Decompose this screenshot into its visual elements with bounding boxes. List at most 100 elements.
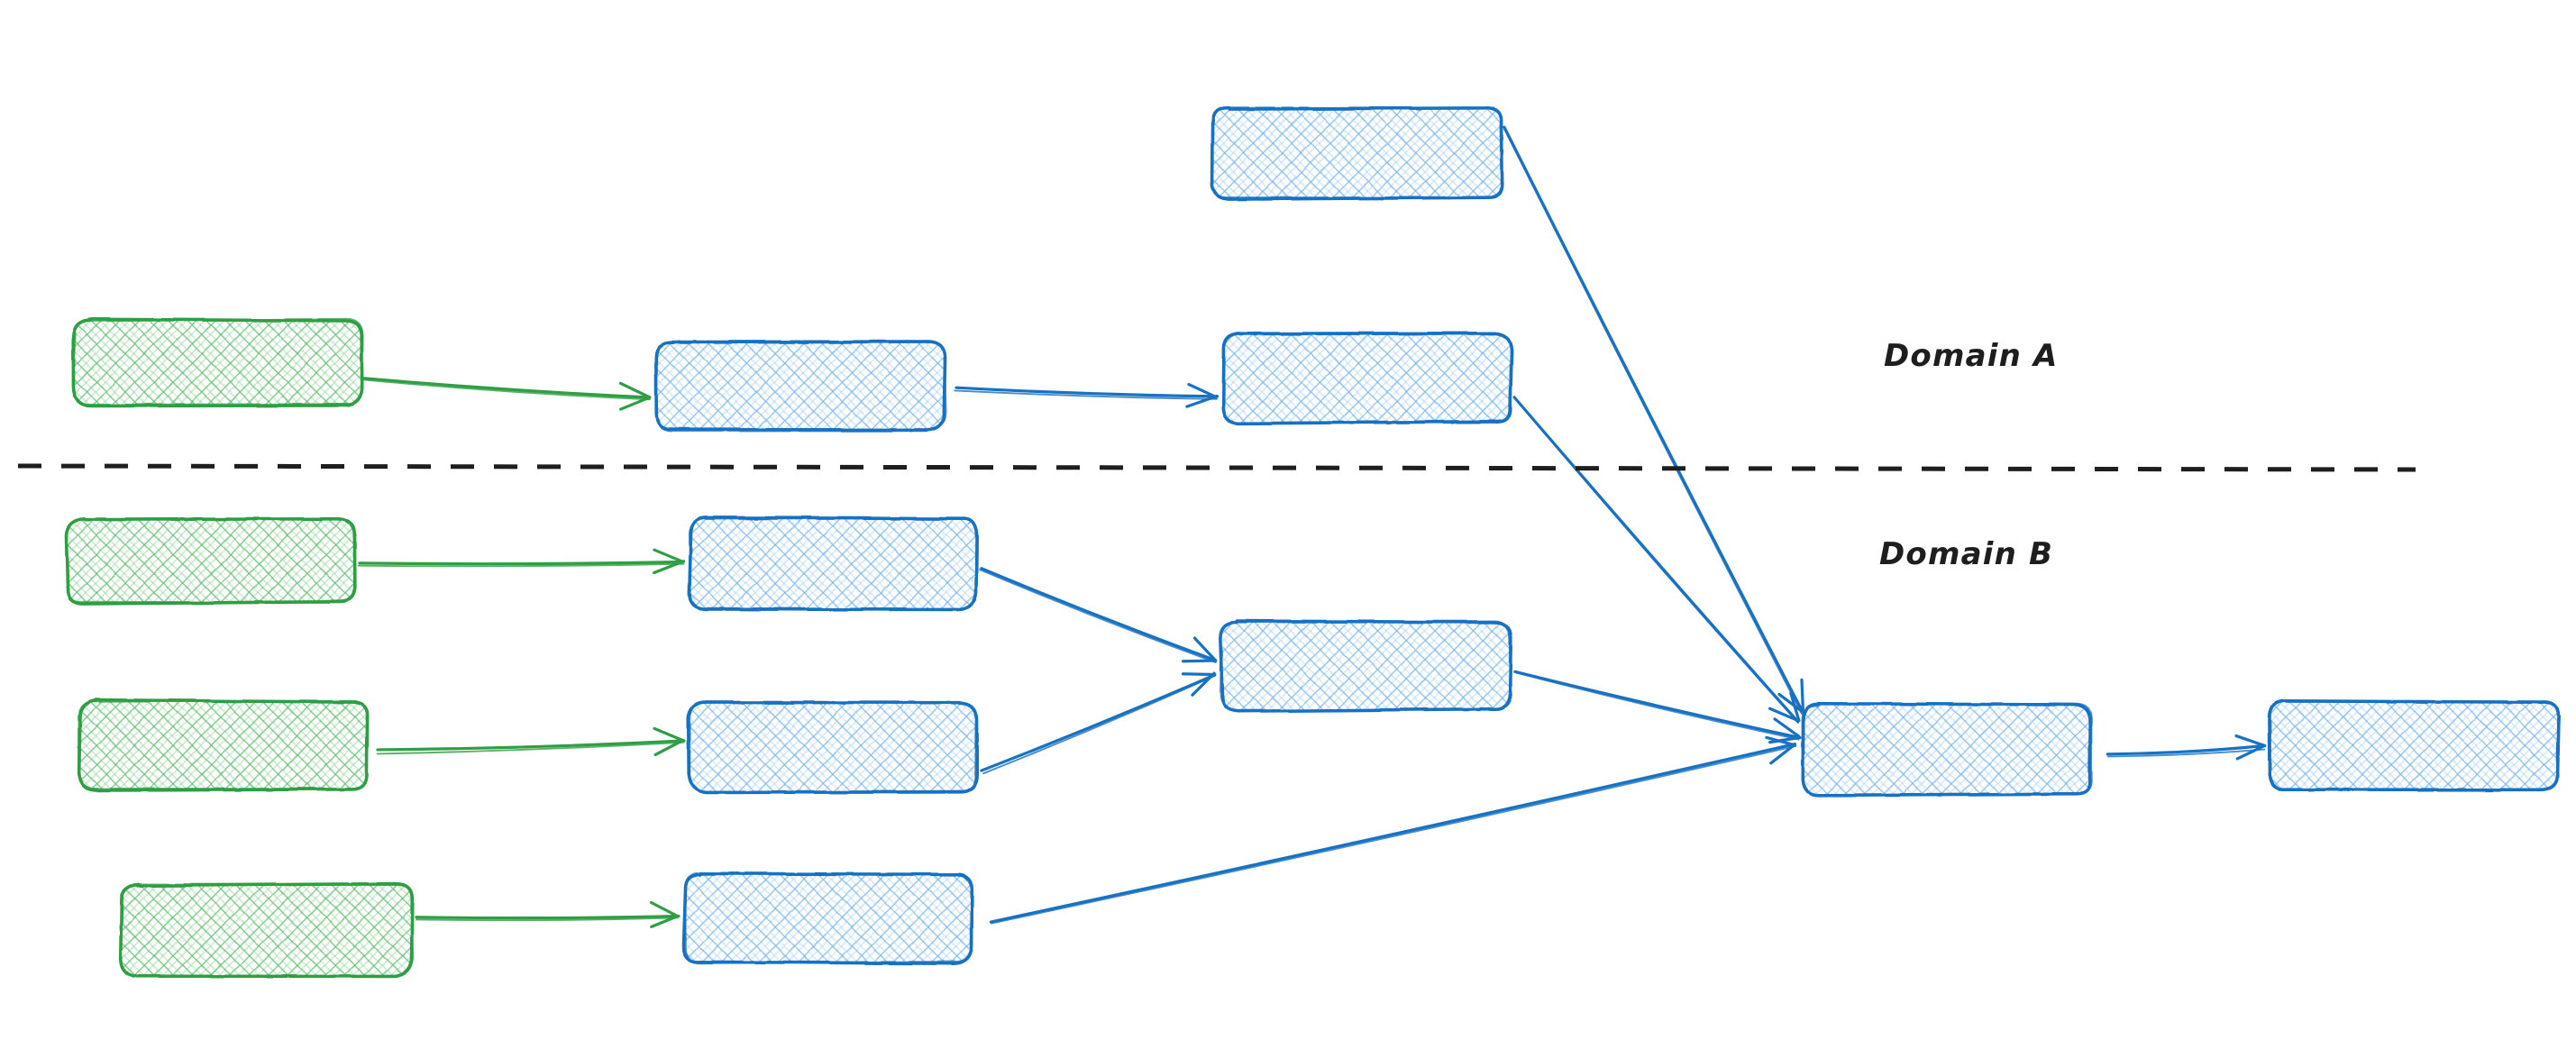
edge-shaft bbox=[358, 560, 685, 566]
node-outline bbox=[66, 517, 357, 604]
node-outline bbox=[683, 871, 973, 964]
edge-shaft bbox=[980, 567, 1217, 662]
node-fill bbox=[74, 320, 362, 405]
edge-e-b3-hub[interactable] bbox=[989, 735, 1797, 925]
edge-shaft bbox=[1515, 671, 1800, 741]
node-fill bbox=[2270, 701, 2558, 789]
edge-arrowhead-barb-1 bbox=[653, 548, 685, 564]
edge-e-green-a[interactable] bbox=[361, 377, 652, 411]
domain-b-label: Domain B bbox=[1879, 536, 2054, 572]
edge-shaft bbox=[954, 389, 1218, 400]
edge-arrowhead-barb-1 bbox=[1773, 717, 1801, 738]
edge-e-hub-final[interactable] bbox=[2106, 734, 2267, 761]
node-a-source-green[interactable] bbox=[69, 315, 368, 410]
edge-arrowhead-barb-0 bbox=[619, 397, 650, 411]
node-b-stage1-blue-1[interactable] bbox=[684, 513, 982, 614]
edge-shaft bbox=[955, 386, 1219, 398]
node-outline bbox=[655, 340, 947, 433]
edge-e-b2-merge[interactable] bbox=[980, 671, 1217, 775]
node-outline bbox=[119, 882, 415, 978]
node-fill bbox=[1212, 108, 1503, 198]
edge-shaft bbox=[415, 914, 681, 920]
edge-shaft bbox=[362, 379, 651, 401]
edge-e-b1-merge[interactable] bbox=[979, 567, 1218, 664]
node-outline bbox=[72, 317, 364, 406]
edge-arrowhead-barb-0 bbox=[653, 560, 686, 575]
node-b-final-blue[interactable] bbox=[2264, 696, 2563, 795]
edge-e-green-b3[interactable] bbox=[415, 900, 681, 928]
edge-arrowhead-barb-0 bbox=[1769, 743, 1796, 765]
domain-divider-line bbox=[17, 463, 2416, 472]
edge-arrowhead-barb-0 bbox=[1768, 735, 1802, 744]
node-outline bbox=[1211, 106, 1503, 199]
edge-arrowhead-barb-1 bbox=[1187, 382, 1219, 399]
node-a-isolated-blue[interactable] bbox=[1207, 103, 1508, 204]
edge-arrowhead-barb-1 bbox=[1800, 678, 1805, 714]
edge-shaft bbox=[2106, 743, 2266, 756]
node-b-stage1-blue-3[interactable] bbox=[680, 869, 977, 968]
edge-arrowhead-barb-0 bbox=[650, 915, 679, 928]
node-fill bbox=[656, 342, 945, 430]
edge-shaft bbox=[1503, 127, 1804, 716]
edge-shaft bbox=[1513, 397, 1799, 724]
edge-arrowhead-barb-0 bbox=[1768, 707, 1800, 723]
node-outline bbox=[688, 516, 979, 611]
node-b-source-green-2[interactable] bbox=[74, 696, 373, 795]
node-outline bbox=[2269, 699, 2561, 791]
node-b-source-green-3[interactable] bbox=[116, 880, 417, 981]
edge-shaft bbox=[1513, 670, 1802, 740]
edge-e-a1-a2[interactable] bbox=[954, 382, 1219, 408]
edge-e-merge-hub[interactable] bbox=[1513, 670, 1802, 744]
node-a-stage2-blue[interactable] bbox=[1218, 329, 1517, 428]
edge-arrowhead-barb-0 bbox=[1191, 671, 1216, 697]
edge-e-green-b1[interactable] bbox=[357, 548, 686, 575]
node-fill bbox=[685, 874, 972, 962]
edge-arrowhead-barb-0 bbox=[2235, 744, 2266, 761]
edge-arrowhead-barb-1 bbox=[649, 900, 680, 918]
node-fill bbox=[1803, 705, 2091, 795]
node-outline bbox=[78, 699, 369, 790]
node-outline bbox=[688, 701, 978, 794]
edge-arrowhead-barb-1 bbox=[653, 726, 686, 743]
edge-shaft bbox=[979, 569, 1217, 664]
edge-shaft bbox=[982, 674, 1217, 775]
node-fill bbox=[122, 885, 412, 975]
edge-shaft bbox=[415, 917, 679, 922]
edge-arrowhead-barb-1 bbox=[1789, 691, 1801, 723]
edge-shaft bbox=[991, 744, 1797, 925]
edge-shaft bbox=[376, 741, 685, 755]
edge-shaft bbox=[376, 739, 685, 752]
edge-arrowhead-barb-1 bbox=[1192, 636, 1218, 662]
edge-shaft bbox=[357, 562, 685, 568]
domain-a-label: Domain A bbox=[1884, 338, 2059, 374]
node-outline bbox=[1221, 332, 1513, 424]
node-fill bbox=[1223, 334, 1512, 423]
edge-shaft bbox=[989, 742, 1796, 924]
edge-arrowhead-barb-0 bbox=[653, 738, 685, 757]
edge-shaft bbox=[2106, 748, 2266, 758]
node-a-stage1-blue[interactable] bbox=[651, 336, 950, 435]
node-fill bbox=[690, 703, 976, 791]
edge-e-a-top-to-hub[interactable] bbox=[1503, 125, 1805, 716]
edge-arrowhead-barb-1 bbox=[618, 381, 652, 399]
node-b-source-green-1[interactable] bbox=[62, 515, 360, 608]
node-fill bbox=[79, 701, 368, 789]
node-b-stage1-blue-2[interactable] bbox=[684, 698, 982, 797]
node-fill bbox=[690, 518, 976, 608]
edge-e-a2-to-hub[interactable] bbox=[1512, 396, 1801, 724]
node-outline bbox=[1219, 620, 1512, 713]
edge-e-green-b2[interactable] bbox=[376, 726, 686, 757]
edge-arrowhead-barb-0 bbox=[1185, 394, 1219, 408]
node-fill bbox=[1221, 622, 1510, 710]
edge-arrowhead-barb-1 bbox=[1765, 735, 1796, 747]
edge-arrowhead-barb-1 bbox=[1181, 672, 1217, 677]
edge-arrowhead-barb-1 bbox=[2234, 734, 2267, 748]
node-b-hub-blue[interactable] bbox=[1797, 699, 2096, 800]
edge-arrowhead-barb-0 bbox=[1777, 692, 1804, 713]
node-b-merge-blue[interactable] bbox=[1216, 616, 1515, 716]
node-fill bbox=[68, 520, 354, 603]
